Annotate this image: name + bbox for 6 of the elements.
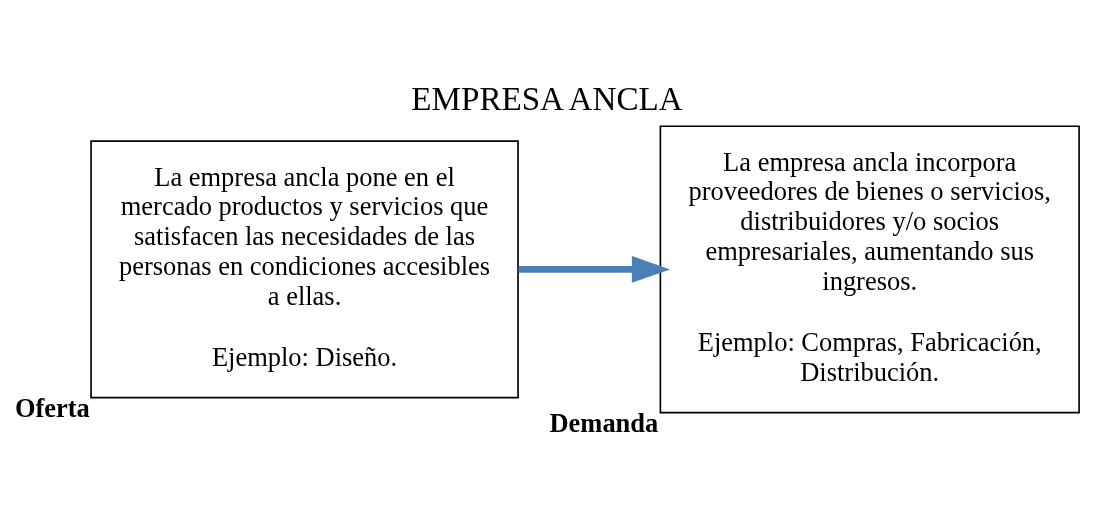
node-box: La empresa ancla pone en el mercado productos y servicios que satisfacen las necesidades de las personas en condiciones accesibles a ellas. Ejemplo: Diseño. — [90, 140, 519, 399]
node-label: Demanda — [549, 408, 659, 439]
arrow — [518, 256, 670, 283]
diagram-title: EMPRESA ANCLA — [411, 80, 683, 117]
node-label: Oferta — [14, 393, 90, 424]
node-box: La empresa ancla incorpora proveedores de bienes o servicios, distribuidores y/o socios empresariales, aumentando sus ingresos. Ejemplo: Compras, Fabricación, Distribución. — [659, 125, 1080, 414]
